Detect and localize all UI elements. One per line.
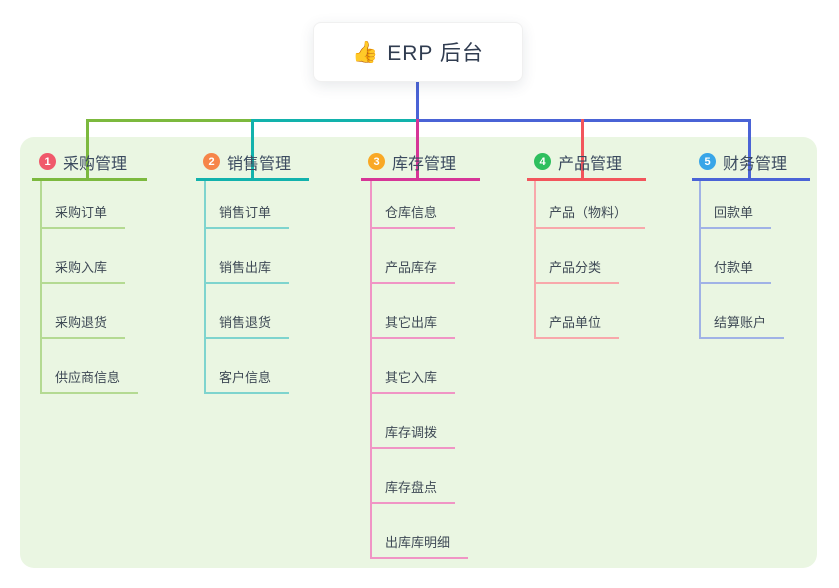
child-node[interactable]: 回款单 xyxy=(699,195,772,229)
branch-label-4: 产品管理 xyxy=(558,155,623,173)
child-node[interactable]: 库存调拨 xyxy=(370,415,456,449)
child-node[interactable]: 产品（物料） xyxy=(534,195,646,229)
child-node[interactable]: 销售出库 xyxy=(204,250,290,284)
branch-header-4[interactable]: 4 产品管理 xyxy=(527,145,646,181)
connector-children-1 xyxy=(40,181,42,394)
branch-header-3[interactable]: 3 库存管理 xyxy=(361,145,480,181)
child-node[interactable]: 采购订单 xyxy=(40,195,126,229)
connector-trunk-middle xyxy=(251,119,416,122)
connector-children-4 xyxy=(534,181,536,339)
child-node[interactable]: 库存盘点 xyxy=(370,470,456,504)
branches-panel xyxy=(20,137,817,568)
child-node[interactable]: 仓库信息 xyxy=(370,195,456,229)
root-node-title: ERP 后台 xyxy=(387,42,484,65)
branch-label-1: 采购管理 xyxy=(63,155,128,173)
connector-children-3 xyxy=(370,181,372,559)
connector-children-2 xyxy=(204,181,206,394)
branch-header-5[interactable]: 5 财务管理 xyxy=(692,145,810,181)
child-node[interactable]: 结算账户 xyxy=(699,305,785,339)
branch-label-2: 销售管理 xyxy=(227,155,292,173)
branch-badge-1: 1 xyxy=(39,153,56,170)
branch-badge-4: 4 xyxy=(534,153,551,170)
child-node[interactable]: 供应商信息 xyxy=(40,360,139,394)
connector-branch-drop-1 xyxy=(86,119,89,181)
branch-label-5: 财务管理 xyxy=(723,155,788,173)
branch-header-2[interactable]: 2 销售管理 xyxy=(196,145,309,181)
child-node[interactable]: 出库库明细 xyxy=(370,525,469,559)
branch-badge-3: 3 xyxy=(368,153,385,170)
connector-branch-drop-5 xyxy=(748,119,751,181)
child-node[interactable]: 产品库存 xyxy=(370,250,456,284)
connector-branch-drop-2 xyxy=(251,119,254,181)
child-node[interactable]: 采购退货 xyxy=(40,305,126,339)
child-node[interactable]: 付款单 xyxy=(699,250,772,284)
child-node[interactable]: 产品单位 xyxy=(534,305,620,339)
connector-root-drop xyxy=(416,82,419,122)
branch-badge-2: 2 xyxy=(203,153,220,170)
branch-header-1[interactable]: 1 采购管理 xyxy=(32,145,147,181)
connector-branch-drop-3 xyxy=(416,119,419,181)
child-node[interactable]: 客户信息 xyxy=(204,360,290,394)
child-node[interactable]: 其它入库 xyxy=(370,360,456,394)
branch-label-3: 库存管理 xyxy=(392,155,457,173)
branch-badge-5: 5 xyxy=(699,153,716,170)
connector-children-5 xyxy=(699,181,701,339)
child-node[interactable]: 采购入库 xyxy=(40,250,126,284)
root-node[interactable]: 👍 ERP 后台 xyxy=(313,22,523,82)
connector-trunk-left xyxy=(86,119,251,122)
child-node[interactable]: 产品分类 xyxy=(534,250,620,284)
child-node[interactable]: 销售订单 xyxy=(204,195,290,229)
child-node[interactable]: 其它出库 xyxy=(370,305,456,339)
thumbs-up-icon: 👍 xyxy=(352,40,379,64)
connector-branch-drop-4 xyxy=(581,119,584,181)
child-node[interactable]: 销售退货 xyxy=(204,305,290,339)
